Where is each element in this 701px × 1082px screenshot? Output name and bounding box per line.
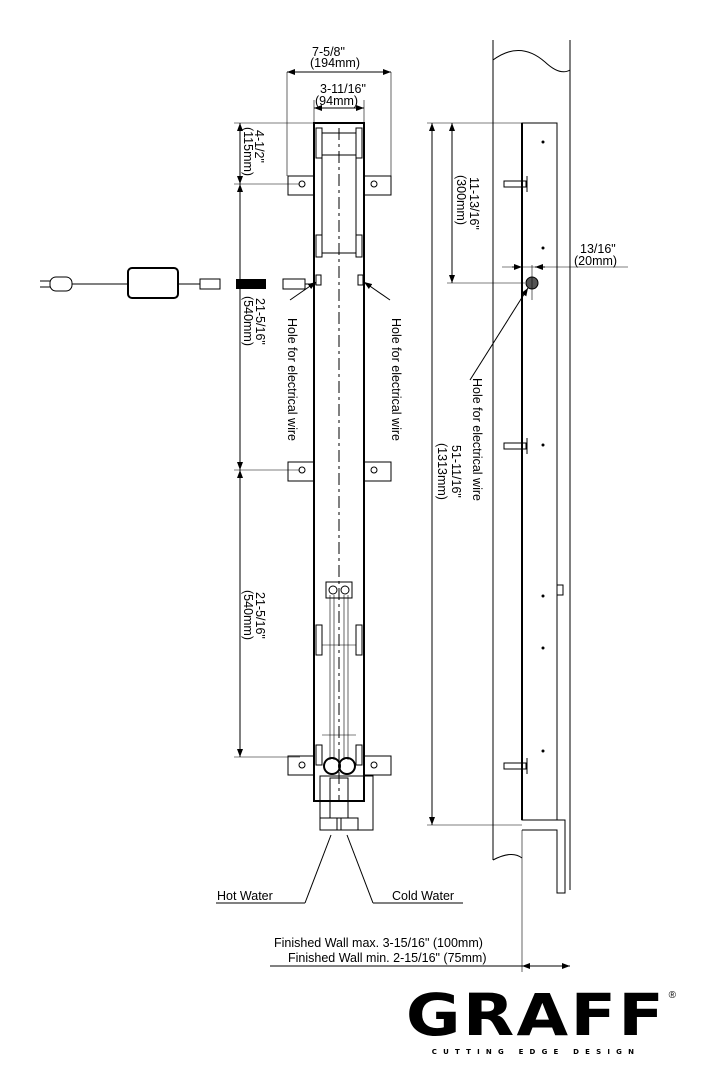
wire-hole-height-mm: (300mm) xyxy=(454,175,468,225)
logo-brand: GRAFF xyxy=(405,981,667,1049)
column-width-in: 3-11/16" xyxy=(320,82,366,96)
adapter-box xyxy=(127,267,179,299)
overall-width-in: 7-5/8" xyxy=(312,45,345,59)
cold-water-inlet xyxy=(338,757,356,775)
wire-hole-right xyxy=(357,274,364,286)
wire-hole-left xyxy=(315,274,322,286)
spacing2-mm: (540mm) xyxy=(241,590,255,640)
column-width-mm: (94mm) xyxy=(315,94,358,108)
graff-logo: GRAFF ® CUTTING EDGE DESIGN xyxy=(398,986,676,1056)
overall-width-mm: (194mm) xyxy=(310,56,360,70)
wall-brackets xyxy=(287,175,392,776)
front-view: Hot Water Cold Water Hole for electrical… xyxy=(216,122,463,904)
plug-icon xyxy=(49,276,73,292)
wire-hole-height-in: 11-13/16" xyxy=(467,177,481,230)
valve-block xyxy=(325,581,353,599)
panel-side xyxy=(521,122,558,821)
total-height-in: 51-11/16" xyxy=(449,445,463,498)
spacing2-in: 21-5/16" xyxy=(253,592,267,639)
hole-label-right: Hole for electrical wire xyxy=(389,318,403,441)
wire-hole-offset-mm: (20mm) xyxy=(574,254,617,268)
finished-wall-max: Finished Wall max. 3-15/16" (100mm) xyxy=(274,936,483,950)
top-bracket-mm: (115mm) xyxy=(241,127,255,176)
front-dimensions: 7-5/8" (194mm) 3-11/16" (94mm) 4-1/2" (1… xyxy=(234,45,392,758)
bottom-bracket xyxy=(522,819,566,894)
finished-wall-min: Finished Wall min. 2-15/16" (75mm) xyxy=(288,951,486,965)
cold-water-label: Cold Water xyxy=(392,889,454,903)
hole-label-left: Hole for electrical wire xyxy=(285,318,299,441)
total-height-mm: (1313mm) xyxy=(435,443,449,500)
hole-label-side: Hole for electrical wire xyxy=(470,378,484,501)
spacing1-mm: (540mm) xyxy=(241,296,255,346)
side-view: Hole for electrical wire 11-13/16" (300m… xyxy=(270,40,628,972)
logo-registered: ® xyxy=(668,990,676,1001)
spacing1-in: 21-5/16" xyxy=(253,298,267,345)
hot-water-label: Hot Water xyxy=(217,889,273,903)
power-supply xyxy=(40,267,316,299)
wire-hole-offset-in: 13/16" xyxy=(580,242,616,256)
top-bracket-in: 4-1/2" xyxy=(252,130,266,163)
wall-lines xyxy=(492,40,571,890)
wall-anchors xyxy=(503,176,528,774)
hot-water-inlet xyxy=(323,757,341,775)
logo-tagline: CUTTING EDGE DESIGN xyxy=(431,1048,641,1056)
